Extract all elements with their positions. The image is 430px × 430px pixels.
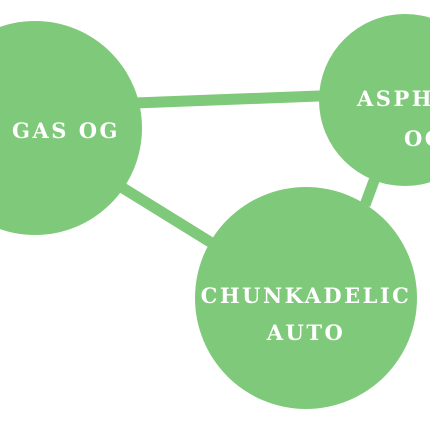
- node-gas-og-circle: [0, 21, 142, 235]
- node-chunkadelic-auto-label-line1: CHUNKADELIC: [201, 283, 412, 308]
- node-chunkadelic-auto-label-line2: AUTO: [266, 320, 346, 345]
- node-asph-og-circle: [319, 14, 430, 186]
- node-asph-og-label-line2: OG: [404, 126, 430, 151]
- node-gas-og[interactable]: GAS OG: [0, 21, 142, 235]
- node-asph-og-label-line1: ASPH: [356, 86, 430, 111]
- node-chunkadelic-auto-circle: [195, 187, 417, 409]
- edge-gas-og-chunkadelic-auto: [115, 180, 218, 250]
- node-chunkadelic-auto[interactable]: CHUNKADELIC AUTO: [195, 187, 417, 409]
- node-gas-og-label: GAS OG: [12, 118, 120, 143]
- edge-gas-og-asph-og: [134, 89, 346, 109]
- node-asph-og[interactable]: ASPH OG: [319, 14, 430, 186]
